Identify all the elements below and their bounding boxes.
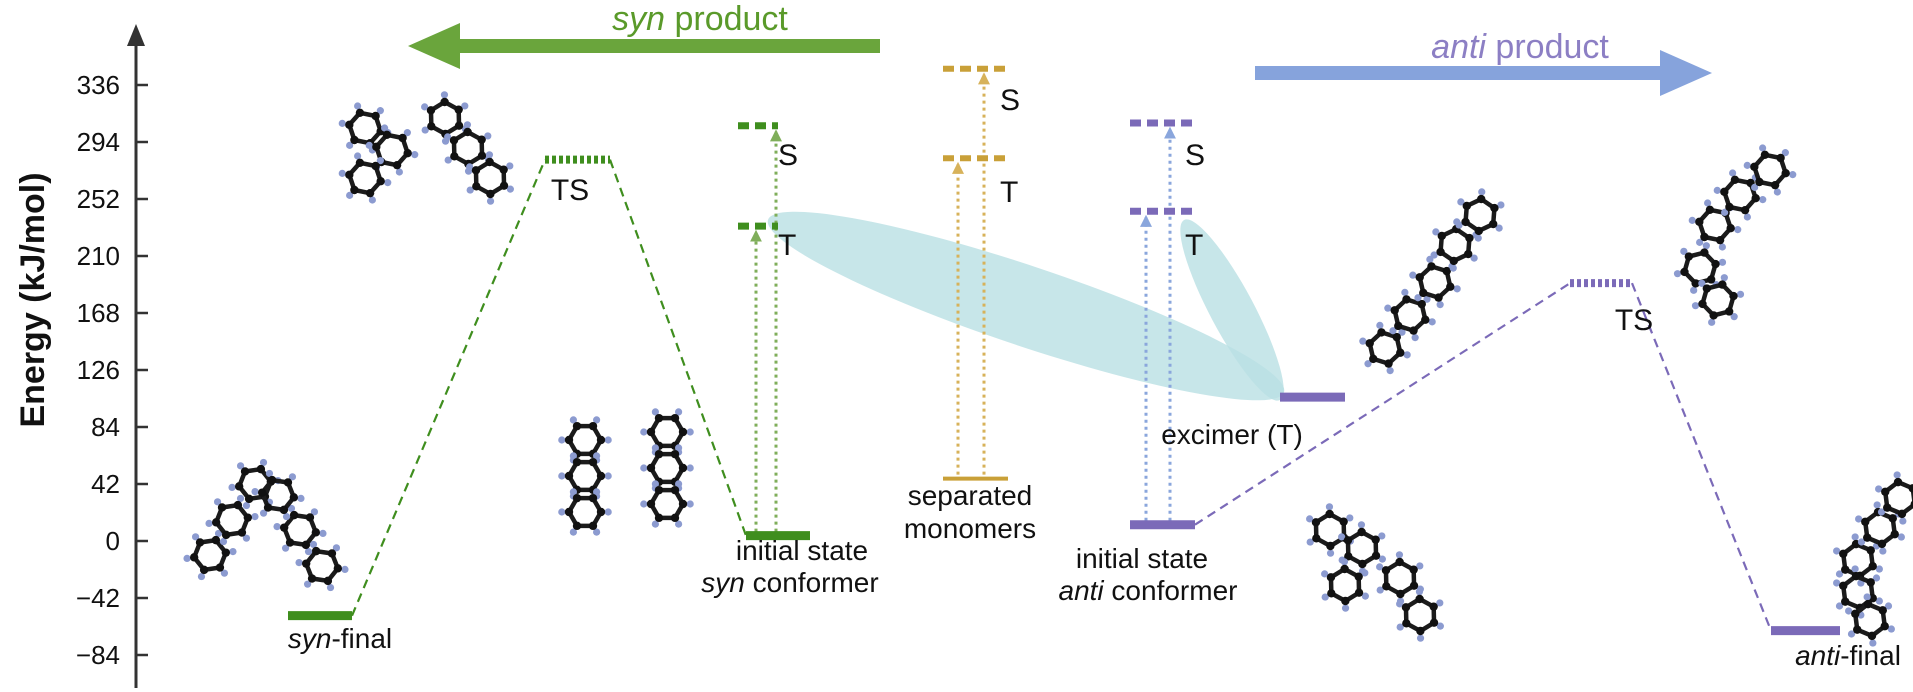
anti-product-label: anti product	[1431, 28, 1609, 66]
sep-T-label: T	[1000, 176, 1018, 209]
syn-product-label: syn product	[612, 0, 788, 38]
sep-S-label: S	[1000, 84, 1020, 117]
excimer-label: excimer (T)	[1161, 419, 1303, 450]
anti-ts-label: TS	[1615, 304, 1653, 337]
reaction-path	[608, 159, 748, 536]
y-axis: −84 −42 0 42 84 126 168 210 252 294 336 Energy (kJ…	[14, 24, 148, 688]
reaction-path	[350, 159, 547, 617]
syn-T-label: T	[778, 229, 796, 262]
y-tick-label: −42	[76, 583, 120, 613]
syn-product-header: syn product	[408, 0, 880, 69]
syn-product-arrowhead	[408, 23, 460, 69]
y-tick-label: 42	[91, 469, 120, 499]
anti-final-structure	[1833, 471, 1913, 647]
correlation-band	[1180, 219, 1284, 401]
y-tick-label: 210	[77, 241, 120, 271]
y-axis-title: Energy (kJ/mol)	[14, 172, 52, 427]
syn-final-structure	[183, 458, 349, 592]
anti-initial-label-line2: anti conformer	[1059, 575, 1238, 606]
y-tick-label: −84	[76, 640, 120, 670]
y-tick-label: 252	[77, 184, 120, 214]
y-axis-arrowhead	[127, 24, 145, 46]
anti-final-label: anti-final	[1795, 640, 1901, 671]
syn-final-label: syn-final	[288, 623, 392, 654]
anti-ts-structure	[1673, 144, 1797, 326]
y-tick-label: 294	[77, 127, 120, 157]
syn-initial-label-line1: initial state	[736, 535, 868, 566]
anti-T-label: T	[1185, 229, 1203, 262]
reaction-path	[1630, 282, 1773, 631]
y-tick-label: 84	[91, 412, 120, 442]
syn-initial-structure	[558, 408, 694, 536]
anti-initial-structure	[1306, 503, 1444, 642]
y-tick-label: 0	[106, 526, 120, 556]
anti-product-arrowhead	[1660, 50, 1712, 96]
correlation-band	[767, 211, 1285, 401]
anti-initial-label-line1: initial state	[1076, 543, 1208, 574]
excimer-structure	[1359, 188, 1505, 375]
separated-label-line1: separated	[908, 480, 1033, 511]
syn-ts-label: TS	[551, 174, 589, 207]
level-labels: syn-final TS initial state syn conformer…	[288, 84, 1901, 671]
y-tick-label: 126	[77, 355, 120, 385]
separated-label-line2: monomers	[904, 513, 1036, 544]
syn-ts-structure	[338, 91, 514, 205]
anti-product-header: anti product	[1255, 28, 1712, 96]
syn-S-label: S	[778, 139, 798, 172]
y-tick-label: 336	[77, 70, 120, 100]
y-tick-label: 168	[77, 298, 120, 328]
molecule-insets	[183, 91, 1913, 647]
anti-S-label: S	[1185, 139, 1205, 172]
syn-initial-label-line2: syn conformer	[701, 567, 878, 598]
